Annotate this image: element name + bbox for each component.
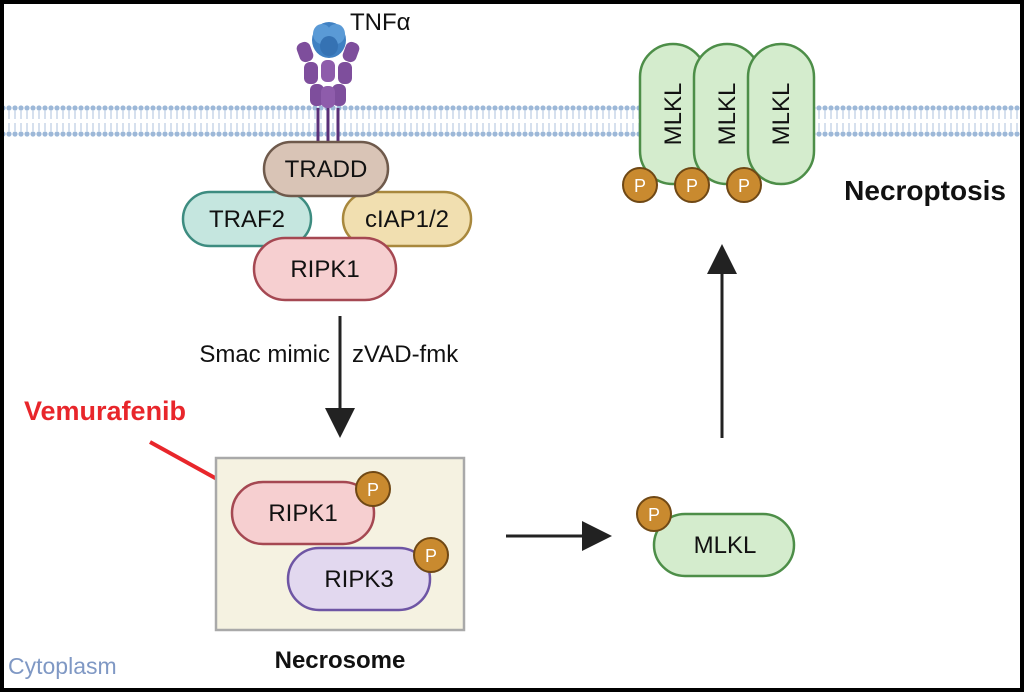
mlkl-oligomer-phospho-1: P	[622, 167, 658, 203]
mlkl-oligomer-phospho-2: P	[674, 167, 710, 203]
ripk3-label: RIPK3	[324, 566, 393, 593]
ripk3-node: RIPK3	[286, 546, 432, 612]
mlkl-oligomer: MLKL MLKL MLKL	[638, 42, 816, 186]
mlkl-single-node: MLKL	[652, 512, 796, 578]
mlkl-oligomer-label-3: MLKL	[768, 83, 795, 146]
mlkl-oligomer-phospho-label-3: P	[738, 176, 750, 196]
mlkl-oligomer-phospho-label-2: P	[686, 176, 698, 196]
tnf-receptor	[296, 41, 360, 146]
tradd-label: TRADD	[285, 156, 368, 183]
vemurafenib-label: Vemurafenib	[24, 396, 186, 426]
tnf-alpha-label: TNFα	[350, 9, 411, 36]
traf2-label: TRAF2	[209, 206, 285, 233]
traf2-node: TRAF2	[181, 190, 313, 248]
mlkl-oligomer-phospho-3: P	[726, 167, 762, 203]
cytoplasm-label: Cytoplasm	[8, 653, 117, 679]
zvad-fmk-label: zVAD-fmk	[352, 341, 459, 368]
mlkl-single-phospho-label: P	[648, 505, 660, 525]
tradd-node: TRADD	[262, 140, 390, 198]
cell-membrane	[4, 104, 1020, 138]
mlkl-single-phospho: P	[636, 496, 672, 532]
inhibition-line	[149, 440, 227, 486]
mlkl-single-label: MLKL	[694, 532, 757, 559]
ripk3-phospho-label: P	[425, 546, 437, 566]
necrosome-title: Necrosome	[275, 647, 406, 674]
ripk3-phospho: P	[413, 537, 449, 573]
ripk1-necrosome-node: RIPK1	[230, 480, 376, 546]
ripk1-complex-node: RIPK1	[252, 236, 398, 302]
mlkl-oligomer-label-2: MLKL	[714, 83, 741, 146]
necroptosis-label: Necroptosis	[844, 175, 1006, 206]
ciap-label: cIAP1/2	[365, 206, 449, 233]
mlkl-oligomer-phospho-label-1: P	[634, 176, 646, 196]
ripk1-necrosome-label: RIPK1	[268, 500, 337, 527]
ripk1-complex-label: RIPK1	[290, 256, 359, 283]
ripk1-phospho-label: P	[367, 480, 379, 500]
mlkl-oligomer-label-1: MLKL	[660, 83, 687, 146]
ripk1-phospho: P	[355, 471, 391, 507]
ciap-node: cIAP1/2	[341, 190, 473, 248]
tnf-alpha-ligand	[312, 22, 346, 58]
smac-mimic-label: Smac mimic	[199, 341, 330, 368]
